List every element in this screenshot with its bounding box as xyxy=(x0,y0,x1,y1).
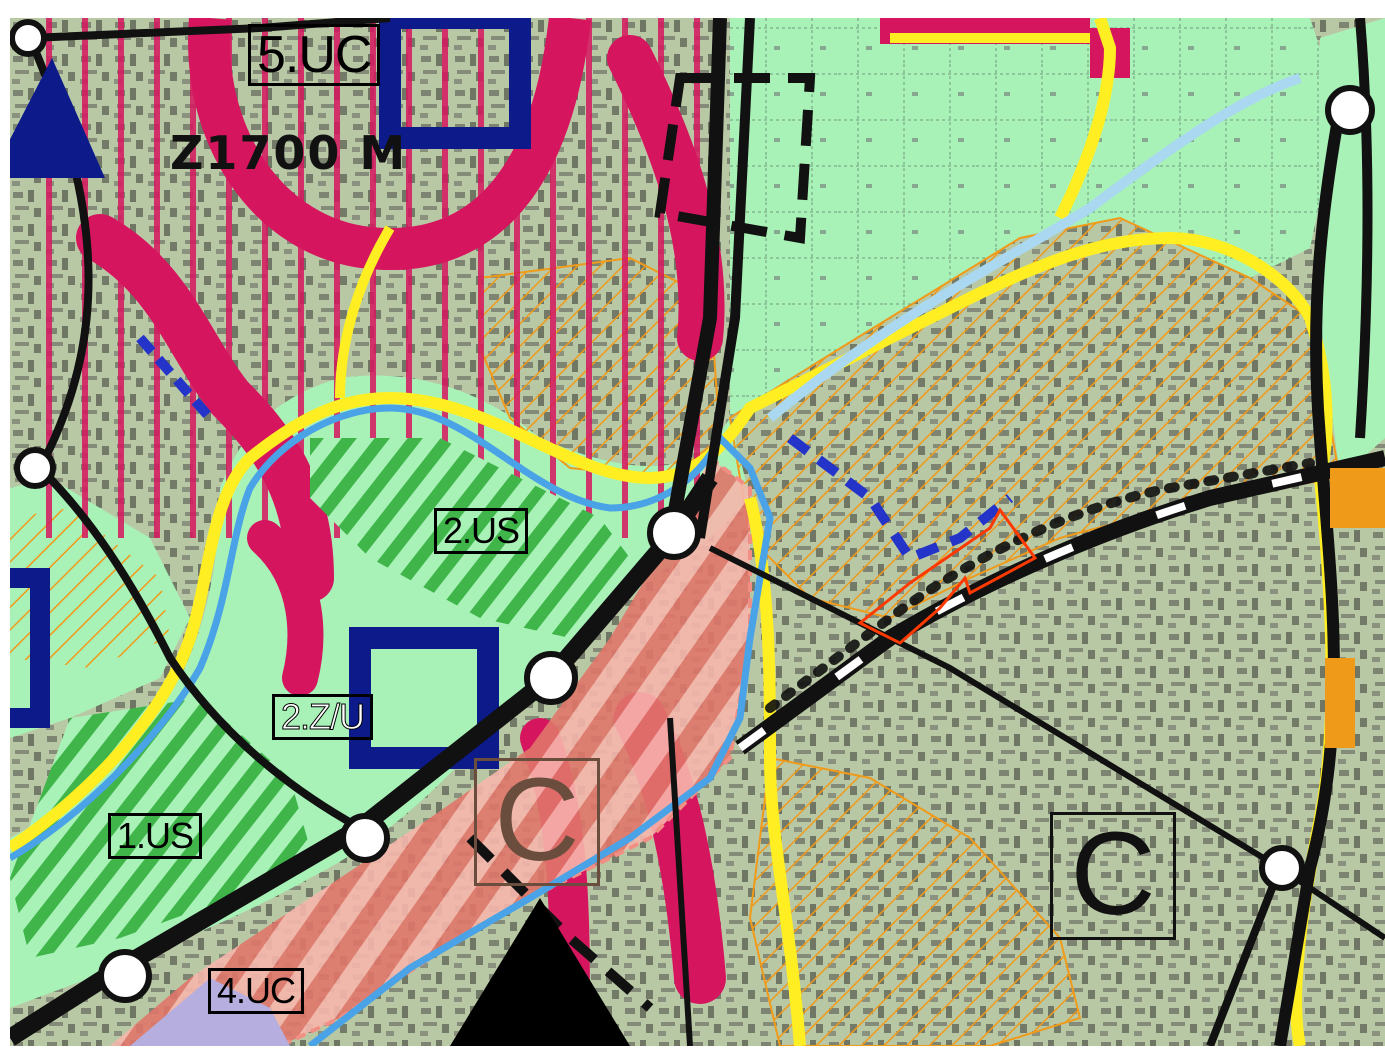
zone-label-4uc[interactable]: 4.UC xyxy=(208,968,305,1014)
node-circle-icon[interactable] xyxy=(647,506,701,560)
road-west-loop xyxy=(26,36,362,832)
green-hatch-zone-us2 xyxy=(310,438,630,638)
triangle-marker-icon[interactable] xyxy=(10,58,105,178)
road-far-east xyxy=(1206,866,1284,1046)
rail-dotted-line xyxy=(765,458,1315,713)
orange-block-1 xyxy=(1330,468,1385,528)
yellow-boundary-south xyxy=(744,496,806,1046)
zone-label-5uc[interactable]: 5.UC xyxy=(248,24,381,86)
yellow-boundary-north xyxy=(1054,18,1117,221)
road-east-curve-2 xyxy=(1355,18,1373,439)
node-circle-icon[interactable] xyxy=(1325,85,1375,135)
zone-label-2us[interactable]: 2.US xyxy=(434,508,529,554)
yellow-boundary-west xyxy=(335,225,395,399)
zoning-map[interactable]: Z1700 M 5.UC 2.US 2.Z/U 1.US 4.UC C C xyxy=(10,18,1385,1046)
node-circle-icon[interactable] xyxy=(1259,845,1305,891)
zone-letter-c-right[interactable]: C xyxy=(1050,812,1176,940)
zone-letter-c-center[interactable]: C xyxy=(474,758,600,886)
road-east-curve xyxy=(1274,106,1346,1046)
navy-block-center xyxy=(349,627,499,769)
road-top xyxy=(29,18,391,42)
rail-line-dashes xyxy=(737,454,1385,752)
orange-hatch-zone-south xyxy=(748,756,1082,1046)
node-circle-icon[interactable] xyxy=(10,19,47,57)
zone-label-1us[interactable]: 1.US xyxy=(108,813,203,859)
map-canvas xyxy=(10,18,1385,1046)
node-circle-icon[interactable] xyxy=(340,813,390,863)
dashed-boundary-rect xyxy=(654,73,816,244)
magenta-ring xyxy=(188,18,591,270)
node-circle-icon[interactable] xyxy=(524,651,578,705)
road-south xyxy=(667,717,693,1046)
road-main-north xyxy=(663,18,727,540)
node-circle-icon[interactable] xyxy=(14,447,56,489)
zone-label-2zu[interactable]: 2.Z/U xyxy=(272,694,374,740)
node-circle-icon[interactable] xyxy=(98,949,152,1003)
triangle-marker-icon[interactable] xyxy=(450,898,630,1046)
magenta-band-left xyxy=(76,214,334,602)
dashed-boundary-south xyxy=(466,834,654,1012)
river-east xyxy=(766,73,1302,422)
navy-block-left xyxy=(10,568,50,728)
parcel-outline xyxy=(857,507,1038,645)
orange-block-2 xyxy=(1325,658,1355,748)
magenta-blob xyxy=(247,520,324,696)
green-zone-north xyxy=(730,18,1340,418)
road-east-diagonal xyxy=(708,545,1385,941)
elevation-label: Z1700 M xyxy=(170,126,408,180)
navy-block-top xyxy=(379,18,531,149)
navy-dashed-line-west xyxy=(136,334,214,422)
road-north-parallel xyxy=(695,18,755,539)
magenta-band-center xyxy=(607,35,725,361)
